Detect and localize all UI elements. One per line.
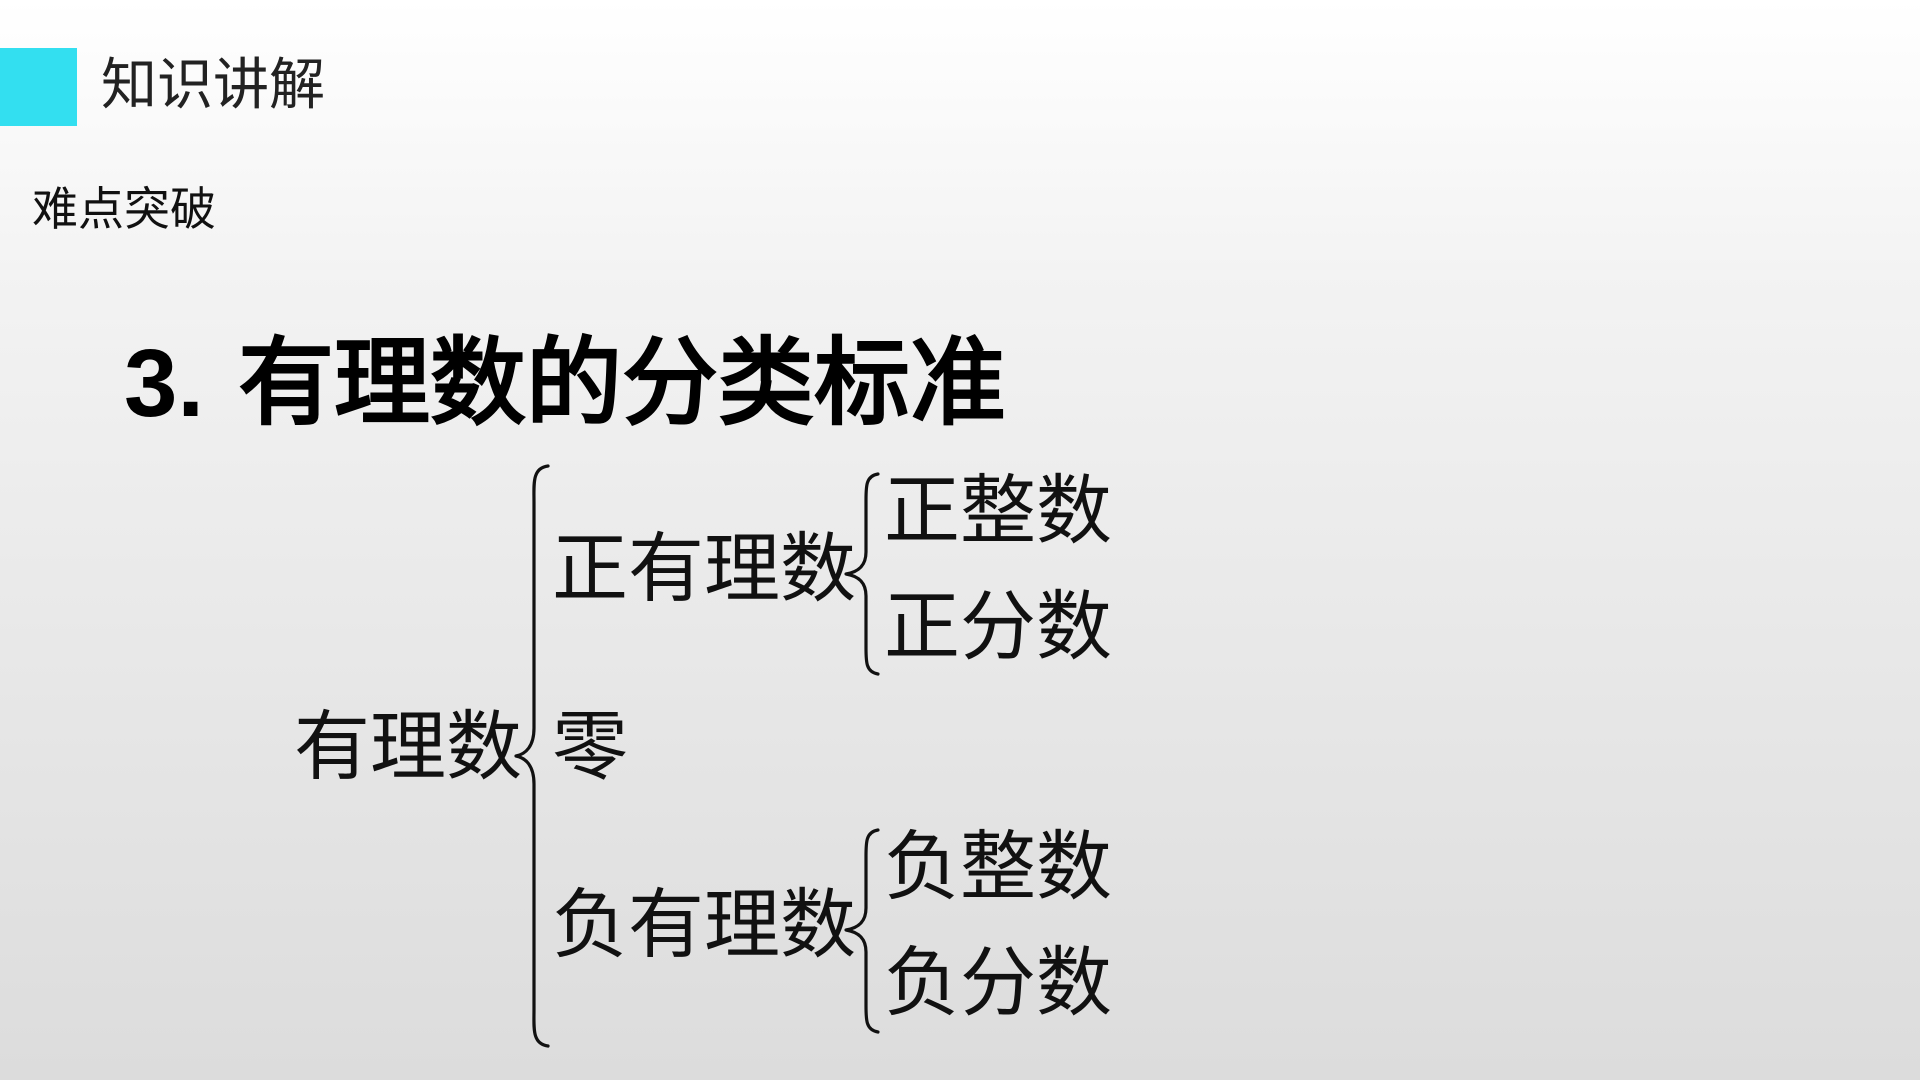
negative-integer-label: 负整数: [884, 822, 1112, 911]
heading-number: 3.: [124, 330, 205, 437]
negative-brace: [844, 828, 880, 1034]
heading-title: 有理数的分类标准: [238, 327, 1007, 439]
page-heading: 3. 有理数的分类标准: [124, 328, 1006, 439]
zero-label: 零: [552, 702, 628, 791]
accent-block: [0, 48, 77, 126]
positive-integer-label: 正整数: [884, 466, 1112, 555]
negative-rational-label: 负有理数: [552, 880, 856, 969]
positive-rational-label: 正有理数: [552, 524, 856, 613]
subsection-label: 难点突破: [32, 182, 216, 236]
positive-brace: [844, 472, 880, 676]
positive-fraction-label: 正分数: [884, 582, 1112, 671]
negative-fraction-label: 负分数: [884, 938, 1112, 1027]
section-title: 知识讲解: [101, 53, 325, 118]
root-brace: [514, 464, 550, 1048]
root-label: 有理数: [294, 702, 522, 791]
